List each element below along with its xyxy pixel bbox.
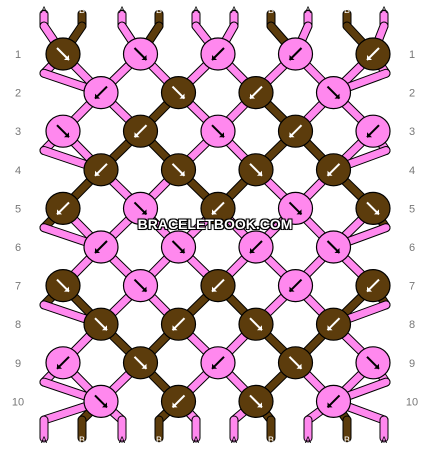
row-label-right: 9 bbox=[409, 358, 415, 370]
knot bbox=[122, 114, 159, 148]
row-label-left: 5 bbox=[15, 203, 21, 215]
bottom-string-label: B bbox=[79, 435, 85, 445]
row-label-right: 8 bbox=[409, 319, 415, 331]
row-label-right: 1 bbox=[409, 49, 415, 61]
knot bbox=[160, 153, 197, 187]
bottom-string-label: B bbox=[268, 435, 274, 445]
row-label-right: 2 bbox=[409, 88, 415, 100]
knot bbox=[238, 75, 274, 110]
row-label-right: 10 bbox=[406, 396, 418, 408]
row-label-left: 9 bbox=[15, 358, 21, 370]
knot-layer bbox=[45, 37, 391, 418]
row-label-left: 2 bbox=[15, 88, 21, 100]
row-label-right: 5 bbox=[409, 203, 415, 215]
top-string-label: B bbox=[156, 5, 162, 15]
top-string-label: A bbox=[381, 5, 387, 15]
bottom-string-label: A bbox=[231, 435, 237, 445]
bottom-string-label: A bbox=[381, 435, 387, 445]
top-string-label: A bbox=[305, 5, 311, 15]
bottom-string-label: A bbox=[305, 435, 311, 445]
knot bbox=[355, 346, 391, 380]
knot bbox=[355, 37, 391, 71]
knot bbox=[355, 191, 391, 225]
bottom-string-label: B bbox=[156, 435, 162, 445]
knot bbox=[45, 269, 81, 303]
knot bbox=[277, 346, 314, 380]
row-label-right: 4 bbox=[409, 165, 415, 177]
row-label-right: 7 bbox=[409, 281, 415, 293]
row-label-left: 4 bbox=[15, 165, 21, 177]
row-label-left: 3 bbox=[15, 126, 21, 138]
top-string-label: A bbox=[41, 5, 47, 15]
top-string-label: B bbox=[268, 5, 274, 15]
knot bbox=[160, 384, 197, 418]
top-string-label: A bbox=[119, 5, 125, 15]
row-label-right: 3 bbox=[409, 126, 415, 138]
row-label-left: 6 bbox=[15, 242, 21, 254]
knot bbox=[277, 114, 314, 148]
knot bbox=[315, 230, 352, 264]
knot bbox=[315, 307, 352, 341]
knot bbox=[160, 307, 197, 341]
knot bbox=[277, 191, 314, 225]
knot bbox=[238, 307, 274, 341]
row-label-left: 8 bbox=[15, 319, 21, 331]
top-string-label: B bbox=[344, 5, 350, 15]
knot bbox=[122, 346, 159, 380]
top-string-label: A bbox=[193, 5, 199, 15]
knot bbox=[315, 384, 352, 418]
row-label-left: 1 bbox=[15, 49, 21, 61]
knot bbox=[45, 37, 81, 71]
bottom-string-label: A bbox=[41, 435, 47, 445]
bottom-string-label: A bbox=[193, 435, 199, 445]
knot bbox=[277, 37, 314, 71]
bottom-string-label: A bbox=[119, 435, 125, 445]
row-label-left: 7 bbox=[15, 281, 21, 293]
knot bbox=[122, 191, 159, 225]
knot bbox=[83, 153, 119, 187]
knot bbox=[355, 269, 391, 303]
knot bbox=[83, 384, 119, 418]
row-label-left: 10 bbox=[12, 396, 24, 408]
row-label-right: 6 bbox=[409, 242, 415, 254]
knot bbox=[160, 75, 197, 110]
knot bbox=[83, 307, 119, 341]
knot bbox=[45, 346, 81, 380]
knot bbox=[83, 230, 119, 264]
top-string-label: B bbox=[79, 5, 85, 15]
knot bbox=[200, 191, 236, 225]
knot bbox=[277, 269, 314, 303]
knot bbox=[83, 75, 119, 110]
knot bbox=[355, 114, 391, 148]
knot bbox=[238, 230, 274, 264]
label-layer: A B A B A A B A B A A B A B A A B A B A 1 1 2 2 3 3 4 4 5 5 6 6 7 7 8 8 9 9 10… bbox=[12, 5, 418, 445]
knot bbox=[315, 153, 352, 187]
knot bbox=[200, 269, 236, 303]
top-string-label: A bbox=[231, 5, 237, 15]
knot bbox=[45, 114, 81, 148]
knot bbox=[122, 269, 159, 303]
knot bbox=[160, 230, 197, 264]
knot bbox=[200, 37, 236, 71]
knot bbox=[238, 384, 274, 418]
knot bbox=[122, 37, 159, 71]
knot bbox=[45, 191, 81, 225]
knot bbox=[238, 153, 274, 187]
knot bbox=[200, 346, 236, 380]
bottom-string-label: B bbox=[344, 435, 350, 445]
knot bbox=[200, 114, 236, 148]
knot bbox=[315, 75, 352, 110]
